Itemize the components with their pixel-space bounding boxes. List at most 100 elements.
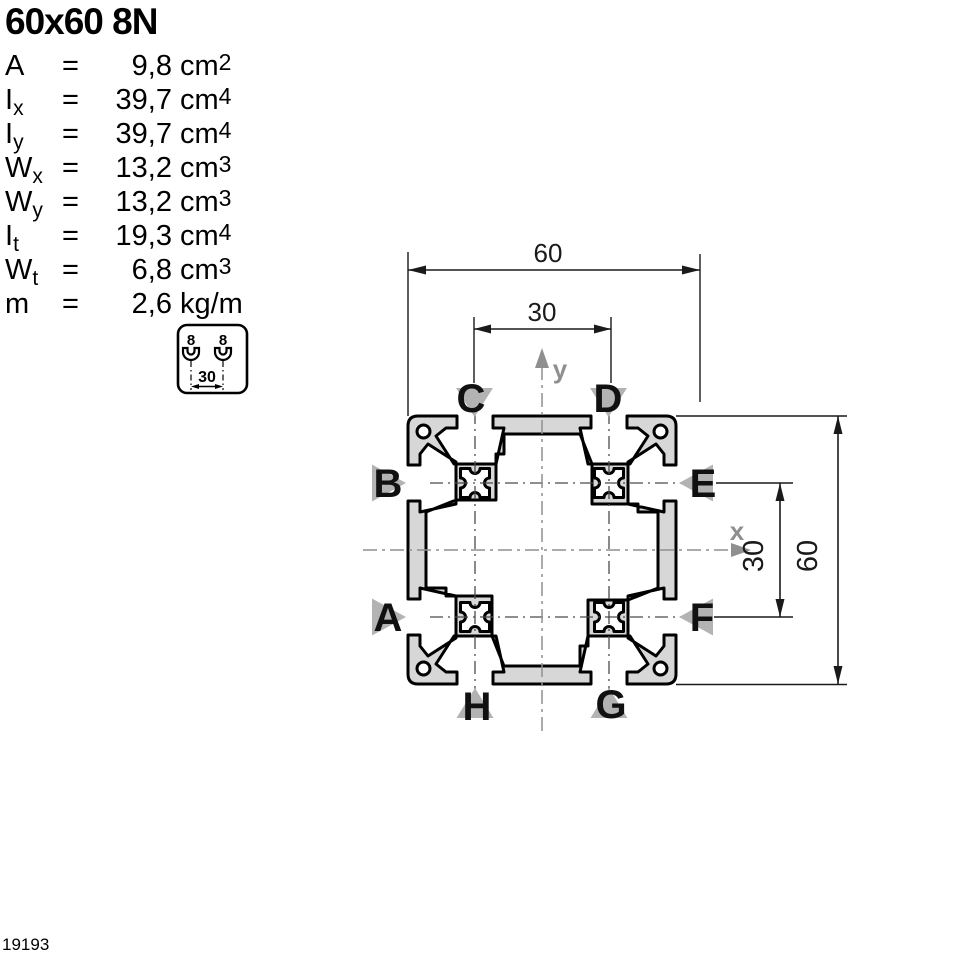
spec-symbol: W	[5, 254, 33, 286]
spec-unit: cm	[180, 152, 219, 184]
spec-exponent: 3	[218, 253, 232, 279]
slot-pitch-icon: 8 8 30	[176, 323, 249, 395]
equals-sign: =	[62, 220, 79, 252]
spec-subscript: t	[32, 267, 39, 290]
spec-unit: cm	[180, 254, 219, 286]
equals-sign: =	[62, 84, 79, 116]
spec-symbol: I	[5, 118, 14, 150]
dim-right-height: 60	[792, 416, 843, 684]
spec-subscript: y	[13, 131, 24, 154]
y-axis-label: y	[553, 354, 568, 384]
slot-label-f: F	[690, 596, 714, 640]
equals-sign: =	[62, 50, 79, 82]
icon-slot-size-left: 8	[187, 332, 195, 349]
slot-marker-f-icon	[679, 598, 713, 636]
spec-value: 13,2	[115, 152, 172, 184]
equals-sign: =	[62, 186, 79, 218]
spec-value: 9,8	[131, 50, 172, 82]
profile-body	[406, 414, 678, 686]
spec-unit: cm	[180, 84, 219, 116]
spec-exponent: 4	[218, 83, 232, 109]
arrow-down-icon	[833, 666, 843, 684]
coordinate-axes: x y	[363, 348, 751, 731]
slot-letters: C D B A E F H G	[374, 377, 717, 729]
spec-unit: kg/m	[180, 288, 243, 320]
spec-symbol: I	[5, 84, 14, 116]
dim-value-top-pitch: 30	[528, 297, 557, 327]
equals-sign: =	[62, 152, 79, 184]
slot-centerlines	[430, 386, 690, 689]
spec-exponent: 4	[218, 219, 232, 245]
slot-marker-d-icon	[590, 388, 627, 417]
spec-exponent: 3	[218, 151, 232, 177]
slot-markers	[372, 388, 713, 718]
spec-subscript: t	[13, 233, 19, 256]
slot-label-g: G	[595, 683, 626, 727]
arrow-left-icon	[474, 324, 491, 334]
profile-cross-section	[406, 414, 678, 686]
arrow-right-icon	[682, 265, 700, 275]
equals-sign: =	[62, 118, 79, 150]
spec-subscript: x	[13, 97, 24, 120]
icon-pitch-value: 30	[198, 369, 216, 386]
icon-frame	[176, 323, 249, 395]
spec-value: 2,6	[131, 288, 172, 320]
slot-glyph-icon	[213, 346, 233, 362]
slot-label-h: H	[463, 685, 492, 729]
slot-marker-a-icon	[372, 598, 406, 636]
dim-value-top-width: 60	[534, 238, 563, 268]
slot-glyph-icon	[181, 346, 201, 362]
dim-top-width: 60	[407, 238, 701, 416]
arrow-left-icon	[408, 265, 426, 275]
page-title: 60x60 8N	[5, 1, 158, 42]
spec-subscript: y	[32, 199, 43, 222]
icon-slot-size-right: 8	[219, 332, 227, 349]
equals-sign: =	[62, 254, 79, 286]
document-number: 19193	[2, 935, 50, 954]
arrow-right-icon	[594, 324, 611, 334]
spec-exponent: 3	[218, 185, 232, 211]
spec-exponent: 2	[218, 49, 232, 75]
slot-label-e: E	[690, 462, 717, 506]
spec-unit: cm	[180, 220, 219, 252]
arrow-down-icon	[775, 599, 785, 617]
spec-subscript: x	[32, 165, 43, 188]
spec-value: 6,8	[131, 254, 172, 286]
slot-label-b: B	[374, 462, 403, 506]
spec-unit: cm	[180, 50, 219, 82]
spec-value: 13,2	[115, 186, 172, 218]
spec-exponent: 4	[218, 117, 232, 143]
spec-unit: cm	[180, 118, 219, 150]
slot-marker-h-icon	[456, 688, 494, 718]
slot-marker-e-icon	[679, 464, 713, 502]
dim-value-right-height: 60	[792, 540, 824, 572]
spec-symbol: A	[5, 50, 25, 82]
spec-symbol: I	[5, 220, 14, 252]
arrow-up-icon	[833, 416, 843, 434]
slot-marker-g-icon	[590, 688, 628, 718]
dim-right-pitch: 30	[738, 483, 785, 617]
dim-top-pitch: 30	[473, 297, 612, 383]
spec-symbol: W	[5, 152, 33, 184]
spec-symbol: m	[5, 288, 30, 320]
spec-unit: cm	[180, 186, 219, 218]
arrow-right-icon	[215, 384, 223, 389]
spec-value: 39,7	[115, 118, 172, 150]
spec-value: 19,3	[115, 220, 172, 252]
x-axis-arrow-icon	[731, 543, 751, 557]
arrow-up-icon	[775, 483, 785, 501]
spec-symbol: W	[5, 186, 33, 218]
equals-sign: =	[62, 288, 79, 320]
slot-label-d: D	[594, 377, 623, 421]
